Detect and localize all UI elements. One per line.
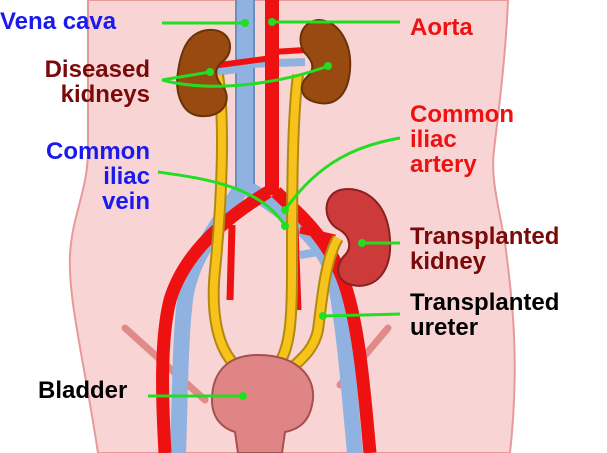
label-common-iliac-vein: Common iliac vein	[20, 139, 150, 214]
transplanted-ureter-fill	[289, 235, 342, 371]
leader-common-iliac-vein	[157, 170, 287, 227]
dot-transplanted-kidney	[358, 239, 366, 247]
label-transplanted-kidney-line1: Transplanted	[410, 223, 560, 250]
dot-diseased-right	[324, 62, 332, 70]
leader-diseased-right	[161, 64, 329, 88]
left-ureter-fill	[209, 74, 238, 368]
bladder	[210, 353, 315, 453]
label-common-iliac-artery: Common iliac artery	[410, 102, 514, 177]
leader-dots	[206, 18, 366, 400]
label-aorta: Aorta	[410, 14, 473, 41]
dot-bladder	[239, 392, 247, 400]
label-transplanted-ureter-line1: Transplanted	[410, 289, 560, 316]
dot-common-iliac-vein	[281, 222, 289, 230]
leader-transplanted-ureter	[322, 312, 401, 318]
right-diseased-kidney	[299, 18, 352, 105]
transplanted-kidney	[325, 188, 392, 287]
label-bladder: Bladder	[38, 377, 128, 404]
dot-aorta	[268, 18, 276, 26]
leader-lines	[148, 20, 401, 398]
dot-vena-cava	[241, 19, 249, 27]
dot-diseased-left	[206, 68, 214, 76]
label-transplanted-kidney-line2: kidney	[410, 248, 487, 275]
label-common-iliac-vein-line3: vein	[101, 188, 150, 215]
dot-common-iliac-artery	[281, 206, 289, 214]
label-diseased-kidneys: Diseased kidneys	[20, 57, 150, 107]
renal-artery-left	[211, 55, 273, 69]
left-iliac-artery	[156, 186, 272, 453]
label-transplanted-kidney: Transplanted kidney	[410, 224, 559, 274]
right-iliac-artery	[271, 187, 377, 453]
label-transplanted-ureter: Transplanted ureter	[410, 290, 559, 340]
label-common-iliac-vein-line1: Common	[46, 138, 150, 165]
label-diseased-kidneys-line2: kidneys	[60, 81, 150, 108]
dot-transplanted-ureter	[319, 312, 327, 320]
renal-artery-right	[271, 47, 306, 55]
label-common-iliac-vein-line2: iliac	[103, 163, 150, 190]
renal-vein-left	[214, 64, 246, 76]
internal-iliac-left	[226, 224, 236, 301]
label-transplanted-ureter-line2: ureter	[410, 314, 479, 341]
right-ureter-fill	[276, 74, 302, 365]
leader-common-iliac-artery	[283, 136, 401, 211]
label-vena-cava: Vena cava	[0, 8, 117, 35]
label-common-iliac-artery-line3: artery	[410, 151, 477, 178]
label-common-iliac-artery-line2: iliac	[410, 126, 457, 153]
leader-diseased-left	[161, 70, 211, 82]
transplant-artery	[299, 226, 336, 242]
label-diseased-kidneys-line1: Diseased	[44, 56, 150, 83]
label-common-iliac-artery-line1: Common	[410, 101, 514, 128]
